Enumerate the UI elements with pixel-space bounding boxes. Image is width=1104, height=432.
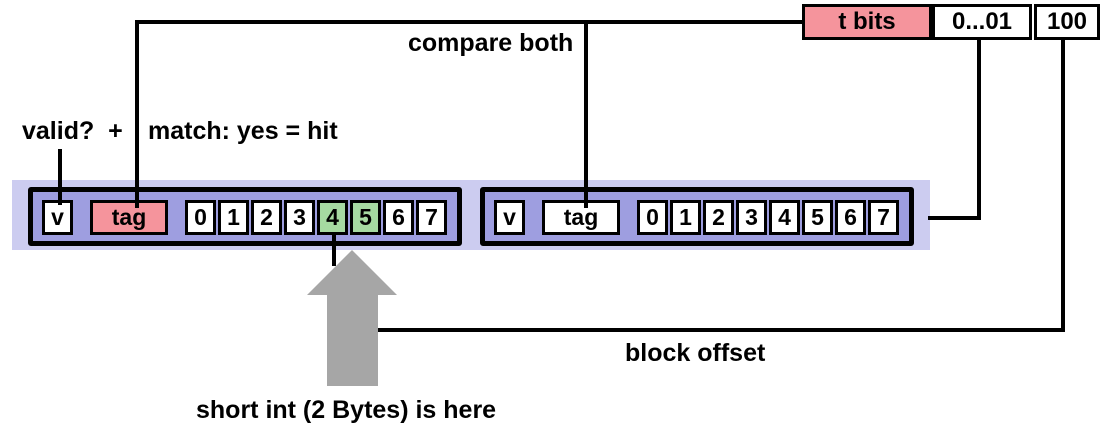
index-bits-box: 0...01 [932,4,1032,40]
left-tag-connector-line [135,20,139,208]
set2-byte-7: 7 [868,200,899,235]
byte-pointer-line [332,234,336,266]
set2-valid-label: v [503,204,516,230]
right-tag-connector-line [584,20,588,208]
set1-byte-7: 7 [416,200,447,235]
short-int-arrow-icon [307,250,397,386]
set2-byte-1: 1 [670,200,701,235]
set1-byte-0: 0 [185,200,216,235]
set2-valid-box: v [494,200,525,235]
set2-byte-6: 6 [835,200,866,235]
top-connector-line [135,20,804,24]
cache-set-1: v tag 0 1 2 3 4 5 6 7 [28,187,462,246]
tag-bits-label: t bits [838,8,896,35]
compare-both-label: compare both [408,29,574,57]
set1-valid-label: v [51,204,64,230]
set1-byte-row: 0 1 2 3 4 5 6 7 [185,200,447,235]
set1-tag-box: tag [90,200,168,235]
block-offset-line [350,328,1065,332]
valid-label: valid? + [22,117,123,145]
short-int-label: short int (2 Bytes) is here [196,396,497,424]
index-connector-hline [928,216,981,220]
block-offset-label: block offset [625,339,766,367]
set2-tag-label: tag [563,204,599,230]
set1-byte-5: 5 [350,200,381,235]
set1-byte-6: 6 [383,200,414,235]
set2-byte-4: 4 [769,200,800,235]
set1-tag-label: tag [111,204,147,230]
index-connector-vline [977,38,981,220]
set2-byte-2: 2 [703,200,734,235]
set2-byte-5: 5 [802,200,833,235]
set1-byte-1: 1 [218,200,249,235]
offset-bits-label: 100 [1046,8,1088,35]
set2-byte-0: 0 [637,200,668,235]
offset-bits-box: 100 [1034,4,1100,40]
set2-tag-box: tag [542,200,620,235]
set2-byte-row: 0 1 2 3 4 5 6 7 [637,200,899,235]
cache-set-2: v tag 0 1 2 3 4 5 6 7 [480,187,914,246]
set1-byte-4: 4 [317,200,348,235]
up-arrow-shape [307,250,397,386]
set1-valid-box: v [42,200,73,235]
match-label: match: yes = hit [148,117,338,145]
set1-byte-2: 2 [251,200,282,235]
set2-byte-3: 3 [736,200,767,235]
set1-byte-3: 3 [284,200,315,235]
index-bits-label: 0...01 [951,8,1013,35]
offset-connector-vline [1061,38,1065,332]
valid-connector-line [58,149,62,205]
tag-bits-box: t bits [802,4,932,40]
